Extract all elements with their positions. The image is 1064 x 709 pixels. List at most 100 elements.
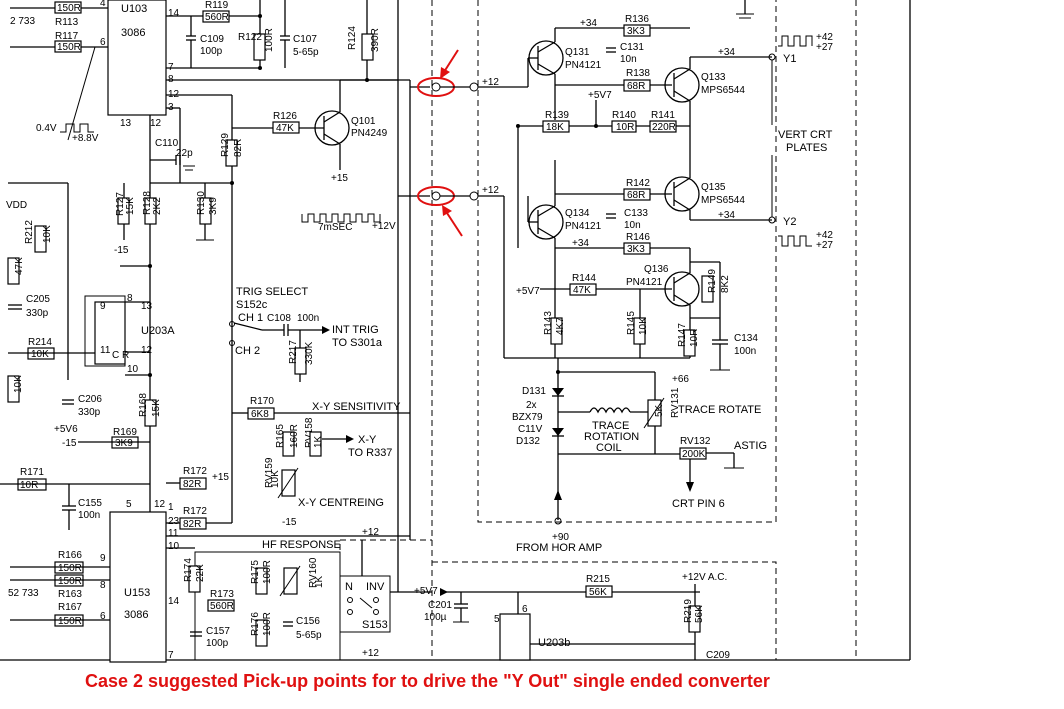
svg-text:+12V: +12V bbox=[372, 221, 396, 232]
svg-text:C206: C206 bbox=[78, 394, 102, 405]
svg-text:150R: 150R bbox=[58, 576, 82, 587]
svg-text:100n: 100n bbox=[78, 510, 100, 521]
svg-text:R176: R176 bbox=[250, 612, 261, 636]
svg-text:100p: 100p bbox=[206, 638, 229, 649]
svg-text:+5V7: +5V7 bbox=[414, 586, 438, 597]
svg-text:Y1: Y1 bbox=[783, 53, 796, 65]
svg-text:6: 6 bbox=[100, 611, 106, 622]
svg-text:68R: 68R bbox=[627, 81, 645, 92]
svg-text:2K2: 2K2 bbox=[152, 197, 163, 215]
svg-text:R126: R126 bbox=[273, 111, 297, 122]
svg-text:10: 10 bbox=[127, 364, 139, 375]
svg-text:N: N bbox=[345, 581, 353, 593]
svg-text:82R: 82R bbox=[183, 519, 201, 530]
svg-text:R174: R174 bbox=[183, 558, 194, 582]
svg-text:R219: R219 bbox=[683, 599, 694, 623]
svg-text:C133: C133 bbox=[624, 208, 648, 219]
svg-text:5K: 5K bbox=[654, 404, 665, 417]
u103-part: 3086 bbox=[121, 27, 145, 39]
svg-text:D132: D132 bbox=[516, 436, 540, 447]
svg-text:X-Y: X-Y bbox=[358, 434, 377, 446]
svg-text:9: 9 bbox=[100, 553, 106, 564]
svg-text:560R: 560R bbox=[205, 12, 229, 23]
svg-text:160R: 160R bbox=[289, 424, 300, 448]
svg-text:R175: R175 bbox=[250, 560, 261, 584]
svg-text:C134: C134 bbox=[734, 333, 758, 344]
svg-text:12: 12 bbox=[154, 499, 166, 510]
svg-text:+27: +27 bbox=[816, 240, 833, 251]
svg-text:R127: R127 bbox=[115, 192, 126, 216]
svg-text:TRACE ROTATE: TRACE ROTATE bbox=[678, 404, 761, 416]
svg-text:14: 14 bbox=[168, 596, 180, 607]
svg-text:C107: C107 bbox=[293, 34, 317, 45]
svg-text:C131: C131 bbox=[620, 42, 644, 53]
svg-text:100R: 100R bbox=[262, 612, 273, 636]
svg-text:PLATES: PLATES bbox=[786, 142, 827, 154]
svg-text:3K9: 3K9 bbox=[115, 438, 133, 449]
caption-text: Case 2 suggested Pick-up points for to d… bbox=[85, 671, 770, 691]
svg-text:C156: C156 bbox=[296, 616, 320, 627]
svg-text:11: 11 bbox=[168, 528, 179, 539]
svg-text:+42: +42 bbox=[816, 32, 833, 43]
svg-text:R163: R163 bbox=[58, 589, 82, 600]
svg-text:MPS6544: MPS6544 bbox=[701, 85, 745, 96]
svg-text:10K: 10K bbox=[13, 375, 24, 393]
svg-text:100p: 100p bbox=[200, 46, 223, 57]
svg-text:+8.8V: +8.8V bbox=[72, 133, 99, 144]
svg-text:HF RESPONSE: HF RESPONSE bbox=[262, 539, 341, 551]
svg-text:9: 9 bbox=[100, 301, 106, 312]
svg-text:100n: 100n bbox=[297, 313, 319, 324]
svg-text:C205: C205 bbox=[26, 294, 50, 305]
svg-text:15K: 15K bbox=[125, 197, 136, 215]
svg-text:3086: 3086 bbox=[124, 609, 148, 621]
svg-text:MPS6544: MPS6544 bbox=[701, 195, 745, 206]
svg-text:+12: +12 bbox=[362, 527, 379, 538]
pickup-arrow-y1 bbox=[443, 49, 459, 73]
svg-text:11: 11 bbox=[100, 345, 111, 356]
svg-text:R212: R212 bbox=[24, 220, 35, 244]
svg-text:R168: R168 bbox=[138, 393, 149, 417]
svg-text:PN4121: PN4121 bbox=[565, 221, 602, 232]
q136-transistor-symbol bbox=[664, 271, 700, 307]
svg-text:R147: R147 bbox=[677, 323, 688, 347]
u203b-ic-body bbox=[499, 613, 531, 661]
svg-text:COIL: COIL bbox=[596, 442, 622, 454]
svg-text:150R: 150R bbox=[58, 616, 82, 627]
svg-text:+12: +12 bbox=[482, 77, 499, 88]
svg-text:+42: +42 bbox=[816, 230, 833, 241]
svg-text:8K2: 8K2 bbox=[720, 275, 731, 293]
svg-text:220R: 220R bbox=[652, 122, 676, 133]
svg-text:R119: R119 bbox=[205, 0, 229, 11]
svg-text:X-Y CENTREING: X-Y CENTREING bbox=[298, 497, 384, 509]
svg-text:TRACE: TRACE bbox=[592, 420, 629, 432]
svg-text:14: 14 bbox=[168, 8, 180, 19]
svg-text:R145: R145 bbox=[626, 311, 637, 335]
svg-text:150R: 150R bbox=[58, 563, 82, 574]
svg-text:R124: R124 bbox=[347, 26, 358, 50]
svg-text:+34: +34 bbox=[580, 18, 597, 29]
svg-text:47K: 47K bbox=[14, 257, 25, 275]
q135-transistor-symbol bbox=[664, 176, 700, 212]
svg-text:C201: C201 bbox=[428, 600, 452, 611]
svg-text:INT TRIG: INT TRIG bbox=[332, 324, 379, 336]
svg-text:200K: 200K bbox=[682, 449, 706, 460]
svg-text:1K: 1K bbox=[314, 575, 325, 588]
u153-ic-body bbox=[109, 511, 167, 663]
svg-text:390R: 390R bbox=[370, 28, 381, 52]
svg-text:18K: 18K bbox=[546, 122, 564, 133]
svg-text:330K: 330K bbox=[304, 341, 315, 365]
svg-text:+15: +15 bbox=[212, 472, 229, 483]
svg-text:-15: -15 bbox=[114, 245, 129, 256]
svg-text:CH 1: CH 1 bbox=[238, 312, 263, 324]
svg-text:CH 2: CH 2 bbox=[235, 345, 260, 357]
svg-text:R165: R165 bbox=[275, 424, 286, 448]
svg-text:D131: D131 bbox=[522, 386, 546, 397]
svg-text:8: 8 bbox=[127, 293, 133, 304]
svg-text:R217: R217 bbox=[288, 340, 299, 364]
svg-text:12: 12 bbox=[141, 345, 153, 356]
svg-text:100µ: 100µ bbox=[424, 612, 447, 623]
svg-text:100R: 100R bbox=[262, 560, 273, 584]
svg-text:7mSEC: 7mSEC bbox=[318, 222, 352, 233]
svg-text:Q133: Q133 bbox=[701, 72, 726, 83]
svg-text:R172: R172 bbox=[183, 466, 207, 477]
